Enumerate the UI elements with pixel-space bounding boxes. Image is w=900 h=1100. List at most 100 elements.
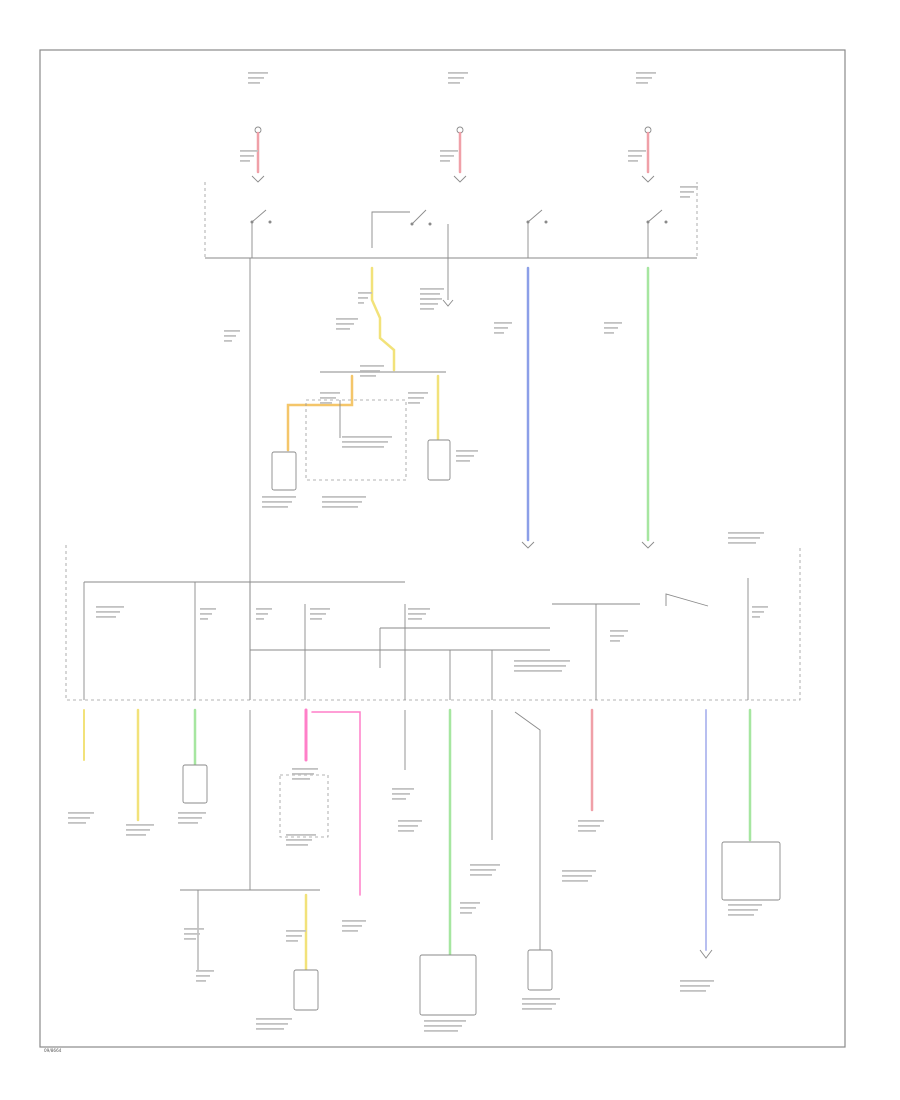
- illegible-label-mark: [178, 817, 202, 819]
- ignition-switch: [204, 182, 698, 259]
- illegible-label-mark: [392, 793, 410, 795]
- illegible-label-mark: [184, 928, 204, 930]
- illegible-label-mark: [728, 537, 760, 539]
- illegible-label-mark: [256, 608, 272, 610]
- illegible-label-mark: [752, 616, 760, 618]
- illegible-label-mark: [322, 496, 366, 498]
- illegible-label-mark: [408, 613, 426, 615]
- illegible-label-mark: [360, 370, 380, 372]
- illegible-label-mark: [360, 365, 384, 367]
- illegible-label-mark: [514, 665, 566, 667]
- illegible-label-mark: [310, 608, 330, 610]
- illegible-label-mark: [408, 397, 424, 399]
- module-c3: [279, 774, 329, 838]
- illegible-label-mark: [628, 150, 646, 152]
- illegible-label-mark: [358, 292, 372, 294]
- illegible-label-mark: [440, 150, 458, 152]
- illegible-label-mark: [68, 812, 94, 814]
- illegible-label-mark: [398, 825, 418, 827]
- fuse-block: [65, 545, 801, 701]
- illegible-label-mark: [256, 613, 268, 615]
- illegible-label-mark: [256, 1023, 288, 1025]
- illegible-label-mark: [420, 288, 444, 290]
- illegible-label-mark: [604, 332, 614, 334]
- illegible-label-mark: [286, 839, 312, 841]
- component-c2: [293, 969, 319, 1011]
- transmission-switch-component: [271, 451, 297, 491]
- illegible-label-mark: [96, 606, 124, 608]
- illegible-label-mark: [224, 330, 240, 332]
- illegible-label-mark: [460, 912, 472, 914]
- illegible-label-mark: [424, 1025, 462, 1027]
- illegible-label-mark: [286, 940, 298, 942]
- module-c4: [419, 954, 477, 1016]
- illegible-label-mark: [178, 822, 198, 824]
- illegible-label-mark: [286, 844, 308, 846]
- illegible-label-mark: [728, 542, 756, 544]
- illegible-label-mark: [522, 1003, 556, 1005]
- illegible-label-mark: [342, 930, 358, 932]
- blue-wire-connector: [521, 541, 535, 549]
- illegible-label-mark: [196, 970, 214, 972]
- illegible-label-mark: [578, 820, 604, 822]
- illegible-label-mark: [196, 975, 210, 977]
- power-source-right: [641, 126, 655, 183]
- illegible-label-mark: [320, 397, 336, 399]
- illegible-label-mark: [96, 616, 116, 618]
- illegible-label-mark: [126, 824, 154, 826]
- illegible-label-mark: [342, 441, 388, 443]
- illegible-label-mark: [680, 196, 690, 198]
- power-source-left: [251, 126, 265, 183]
- illegible-label-mark: [322, 506, 358, 508]
- illegible-label-mark: [752, 611, 764, 613]
- illegible-label-mark: [522, 998, 560, 1000]
- illegible-label-mark: [392, 798, 406, 800]
- illegible-label-mark: [240, 160, 250, 162]
- illegible-label-mark: [494, 332, 504, 334]
- illegible-label-mark: [562, 880, 588, 882]
- illegible-label-mark: [336, 328, 350, 330]
- module-box: [305, 399, 407, 481]
- illegible-label-mark: [578, 830, 596, 832]
- illegible-label-mark: [248, 82, 260, 84]
- illegible-label-mark: [240, 150, 258, 152]
- illegible-label-mark: [68, 822, 86, 824]
- component-c1: [182, 764, 208, 804]
- illegible-label-mark: [398, 820, 422, 822]
- illegible-label-mark: [420, 308, 434, 310]
- green-wire-connector: [641, 541, 655, 549]
- illegible-label-mark: [392, 788, 414, 790]
- illegible-label-mark: [358, 297, 368, 299]
- illegible-label-mark: [286, 834, 316, 836]
- illegible-label-mark: [336, 323, 354, 325]
- illegible-label-mark: [604, 327, 618, 329]
- illegible-label-mark: [578, 825, 600, 827]
- illegible-label-mark: [200, 608, 216, 610]
- illegible-label-mark: [752, 606, 768, 608]
- illegible-label-mark: [420, 303, 438, 305]
- illegible-label-mark: [522, 1008, 552, 1010]
- illegible-label-mark: [292, 768, 318, 770]
- illegible-label-mark: [470, 869, 496, 871]
- illegible-label-mark: [424, 1030, 458, 1032]
- diagram-code: 09/8664: [44, 1048, 62, 1053]
- illegible-label-mark: [286, 935, 302, 937]
- illegible-label-mark: [286, 930, 306, 932]
- illegible-label-mark: [322, 501, 362, 503]
- illegible-label-mark: [342, 920, 366, 922]
- illegible-label-mark: [460, 907, 476, 909]
- illegible-label-mark: [636, 82, 648, 84]
- illegible-label-mark: [456, 450, 478, 452]
- illegible-label-mark: [456, 460, 470, 462]
- illegible-label-mark: [320, 402, 332, 404]
- illegible-label-mark: [292, 773, 314, 775]
- illegible-label-mark: [460, 902, 480, 904]
- illegible-label-mark: [728, 914, 754, 916]
- illegible-label-mark: [320, 392, 340, 394]
- illegible-label-mark: [470, 864, 500, 866]
- switch-contact-2: [371, 209, 449, 258]
- illegible-label-mark: [562, 870, 596, 872]
- illegible-label-mark: [292, 778, 310, 780]
- illegible-label-mark: [456, 455, 474, 457]
